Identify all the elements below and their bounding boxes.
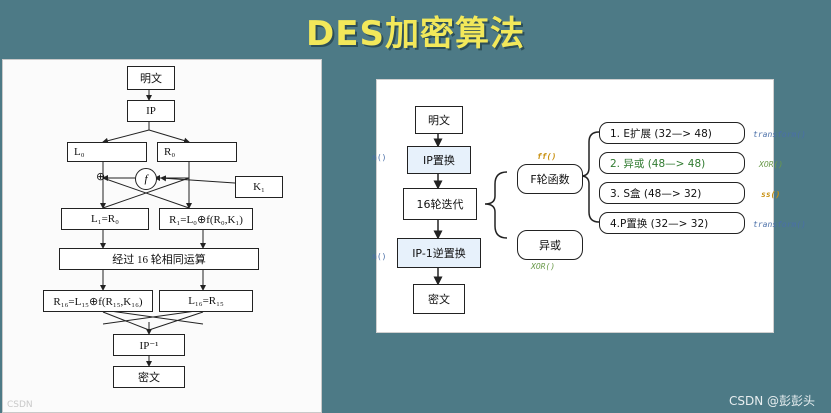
- f-step-4-code: transform(): [753, 220, 806, 229]
- right-des-flowchart: 明文 IP置换 16轮迭代 IP-1逆置换 密文 ff() F轮函数 异或 XO…: [376, 79, 806, 333]
- f-step-4: 4.P置换 (32—> 32): [599, 212, 745, 234]
- l16-box: L₁₆=R₁₅: [159, 290, 253, 312]
- left-des-flowchart: 明文 IP L₀ R₀ ⊕ f K₁ L₁=R₀ R₁=L₀⊕f(R₀,K₁) …: [2, 59, 322, 413]
- left-marker-2: n(): [372, 252, 387, 261]
- rf-ip-inverse-box: IP-1逆置换: [397, 238, 481, 268]
- ip-inverse-box: IP⁻¹: [113, 334, 185, 356]
- r0-box: R₀: [157, 142, 237, 162]
- rounds-box: 经过 16 轮相同运算: [59, 248, 259, 270]
- left-flow-connectors: [100, 88, 280, 367]
- rf-xor-box: 异或: [517, 230, 583, 260]
- ciphertext-box: 密文: [113, 366, 185, 388]
- ff-code-label: ff(): [537, 152, 557, 161]
- f-step-2-code: XOR(): [759, 160, 784, 169]
- ip-box: IP: [127, 100, 175, 122]
- rf-16-rounds-box: 16轮迭代: [403, 188, 477, 220]
- rf-f-function-box: F轮函数: [517, 164, 583, 194]
- f-step-1: 1. E扩展 (32—> 48): [599, 122, 745, 144]
- f-step-3-code: ss(): [761, 190, 781, 199]
- rf-ip-replace-box: IP置换: [407, 146, 471, 174]
- f-step-1-code: transform(): [753, 130, 806, 139]
- r1-box: R₁=L₀⊕f(R₀,K₁): [159, 208, 253, 230]
- left-marker-1: n(): [372, 153, 387, 162]
- rf-plaintext-box: 明文: [415, 106, 463, 134]
- l1-box: L₁=R₀: [61, 208, 149, 230]
- l0-box: L₀: [67, 142, 147, 162]
- rf-ciphertext-box: 密文: [413, 284, 465, 314]
- xor-code-label: XOR(): [531, 262, 556, 271]
- f-function-circle: f: [135, 168, 157, 190]
- f-step-3: 3. S盒 (48—> 32): [599, 182, 745, 204]
- plaintext-box: 明文: [127, 66, 175, 90]
- left-watermark: CSDN: [7, 400, 33, 410]
- csdn-watermark: CSDN @彭彭头: [728, 394, 815, 408]
- page-title: DES加密算法: [306, 14, 525, 54]
- r16-box: R₁₆=L₁₅⊕f(R₁₅,K₁₆): [43, 290, 153, 312]
- xor-symbol: ⊕: [96, 170, 106, 183]
- f-step-2: 2. 异或 (48—> 48): [599, 152, 745, 174]
- k1-box: K₁: [235, 176, 283, 198]
